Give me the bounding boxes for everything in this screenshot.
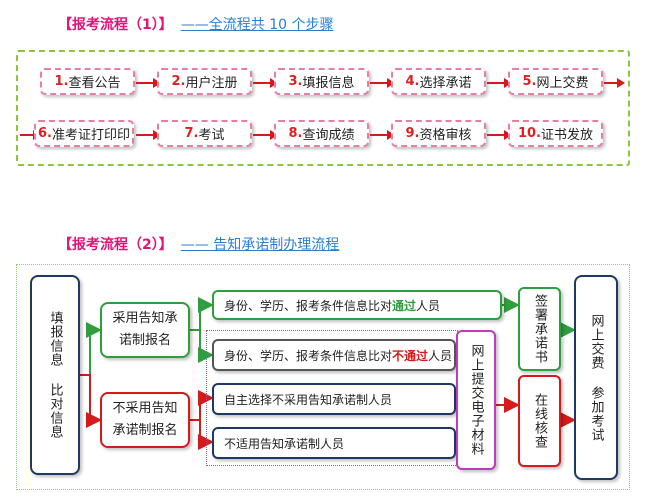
not-adopt-commitment-label: 不采用告知承诺制报名: [112, 400, 178, 438]
not-applicable-label: 不适用告知承诺制人员: [224, 436, 345, 451]
step-label: 准考证打印印: [51, 128, 130, 143]
section1-heading: 【报考流程（1）】 ——全流程共 10 个步骤: [58, 14, 333, 34]
pass-text: 身份、学历、报考条件信息比对: [224, 298, 393, 313]
submit-materials-label: 网上提交电子材料: [468, 344, 484, 456]
step-label: 填报信息: [302, 76, 355, 91]
submit-materials-box: 网上提交电子材料: [456, 330, 496, 470]
step-9: 9.资格审核: [391, 120, 486, 147]
online-verify-box: 在线核查: [518, 375, 561, 467]
step-label: 选择承诺: [419, 76, 472, 91]
not-adopt-commitment-box: 不采用告知承诺制报名: [100, 392, 190, 448]
step-label: 证书发放: [541, 128, 594, 143]
section2-subtitle: —— 告知承诺制办理流程: [180, 237, 340, 253]
pay-exam-label: 网上交费 参加考试: [588, 313, 604, 442]
step-number: 2.: [171, 74, 186, 89]
pass-word: 通过: [392, 298, 417, 313]
section2-heading: 【报考流程（2）】 —— 告知承诺制办理流程: [58, 234, 339, 254]
step-number: 6.: [38, 126, 52, 141]
step-number: 3.: [288, 74, 303, 89]
flow1-frame: [16, 50, 630, 166]
step-3: 3.填报信息: [274, 68, 369, 95]
step-label: 查看公告: [68, 76, 121, 91]
step-6: 6.准考证打印印: [34, 120, 134, 147]
section2-title: 【报考流程（2）】: [58, 237, 173, 253]
start-label: 填报信息 比对信息: [47, 311, 63, 439]
step-label: 查询成绩: [302, 128, 355, 143]
step-4: 4.选择承诺: [391, 68, 486, 95]
flow2-frame: [16, 264, 630, 490]
sign-commitment-label: 签署承诺书: [532, 294, 547, 364]
start-box: 填报信息 比对信息: [30, 275, 80, 475]
fail-suffix: 人员: [428, 348, 453, 363]
pass-box: 身份、学历、报考条件信息比对通过人员: [212, 290, 502, 320]
step-5: 5.网上交费: [508, 68, 603, 95]
step-number: 4.: [405, 74, 420, 89]
step-number: 9.: [405, 126, 420, 141]
pay-exam-box: 网上交费 参加考试: [574, 275, 618, 480]
pass-suffix: 人员: [416, 298, 441, 313]
step-number: 7.: [184, 126, 199, 141]
step-label: 网上交费: [536, 76, 589, 91]
step-2: 2.用户注册: [157, 68, 252, 95]
section1-subtitle: ——全流程共 10 个步骤: [180, 17, 334, 33]
section1-title: 【报考流程（1）】: [58, 17, 173, 33]
sign-commitment-box: 签署承诺书: [518, 287, 561, 371]
fail-text: 身份、学历、报考条件信息比对: [224, 348, 393, 363]
step-label: 用户注册: [185, 76, 238, 91]
step-8: 8.查询成绩: [274, 120, 369, 147]
step-label: 考试: [198, 128, 225, 143]
step-label: 资格审核: [419, 128, 472, 143]
adopt-commitment-box: 采用告知承诺制报名: [100, 302, 190, 358]
fail-word: 不通过: [392, 348, 429, 363]
step-number: 1.: [54, 74, 69, 89]
not-applicable-box: 不适用告知承诺制人员: [212, 427, 456, 459]
step-7: 7.考试: [157, 120, 252, 147]
step-number: 8.: [288, 126, 303, 141]
step-10: 10.证书发放: [508, 120, 603, 147]
adopt-commitment-label: 采用告知承诺制报名: [112, 310, 178, 348]
arrow-right: [604, 78, 625, 88]
step-number: 5.: [522, 74, 537, 89]
fail-box: 身份、学历、报考条件信息比对不通过人员: [212, 339, 456, 371]
online-verify-label: 在线核查: [532, 393, 547, 449]
choose-not-label: 自主选择不采用告知承诺制人员: [224, 392, 393, 407]
choose-not-box: 自主选择不采用告知承诺制人员: [212, 383, 456, 415]
step-number: 10.: [517, 126, 541, 141]
step-1: 1.查看公告: [40, 68, 135, 95]
